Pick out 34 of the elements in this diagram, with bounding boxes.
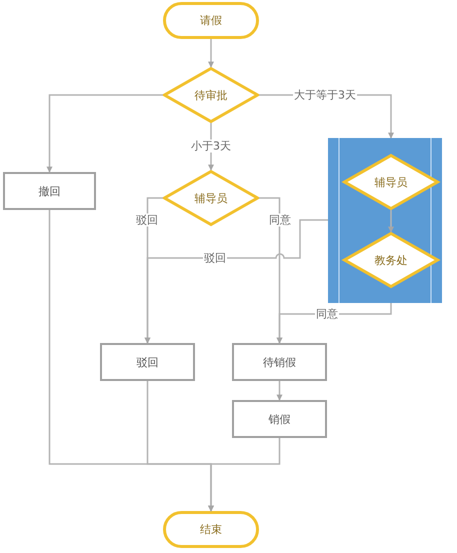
connector-arrow: [208, 39, 214, 68]
edge-label: 同意: [268, 214, 292, 226]
process-box: [100, 343, 195, 381]
connector-arrow: [388, 210, 394, 233]
process-box: [232, 400, 327, 438]
terminal-pill: [163, 511, 259, 548]
node-label: 待销假: [263, 354, 296, 370]
process-box: [3, 172, 96, 210]
swimlane-panel: [328, 138, 442, 303]
node-label: 辅导员: [374, 174, 408, 190]
connector-arrow: [276, 381, 282, 401]
node-label: 结束: [200, 522, 222, 537]
terminal-pill: [163, 2, 259, 39]
connector-arrow: [276, 303, 392, 344]
decision-diamond: [343, 232, 439, 288]
connector-arrow: [46, 94, 163, 173]
process-box: [232, 343, 327, 381]
node-label: 撤回: [38, 184, 60, 198]
node-label: 驳回: [136, 354, 158, 370]
node-label: 教务处: [374, 252, 408, 268]
edge-label: 小于3天: [190, 140, 232, 152]
decision-diamond: [343, 154, 439, 210]
edge-label: 大于等于3天: [293, 88, 357, 102]
edge-label: 同意: [315, 308, 339, 320]
connector-arrow: [208, 438, 280, 512]
edge-label: 驳回: [203, 252, 227, 264]
node-label: 待审批: [194, 88, 228, 102]
edge-label: 驳回: [135, 214, 159, 226]
decision-diamond: [163, 67, 259, 123]
node-label: 请假: [200, 13, 222, 28]
node-label: 销假: [268, 412, 290, 426]
decision-diamond: [163, 170, 259, 226]
node-label: 辅导员: [194, 190, 228, 206]
connector-arrow: [144, 219, 328, 344]
